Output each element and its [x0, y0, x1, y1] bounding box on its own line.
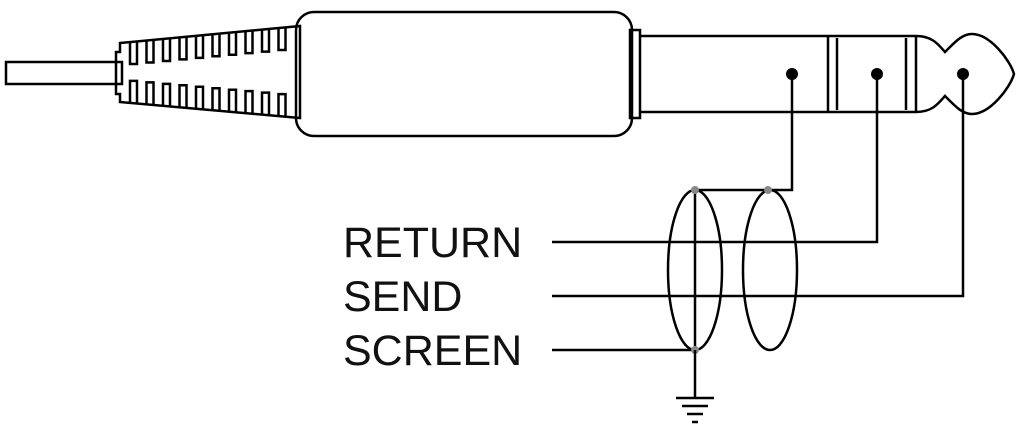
- grip-slot: [260, 91, 271, 116]
- grip-slot: [244, 89, 254, 115]
- grip-slot: [128, 41, 139, 66]
- grip-slot: [128, 79, 139, 104]
- grip-slot: [211, 86, 221, 112]
- return-wire: [552, 74, 879, 244]
- grip-slot: [277, 92, 287, 118]
- trs-plug-icon: [640, 32, 1016, 116]
- grip-slot: [178, 84, 188, 109]
- grip-slot: [260, 28, 271, 53]
- junction-node: [764, 186, 772, 194]
- grip-slot: [277, 27, 287, 52]
- return-label: RETURN: [343, 219, 522, 267]
- screen-label: SCREEN: [343, 327, 522, 375]
- send-label: SEND: [343, 273, 462, 321]
- plug-flange: [628, 28, 642, 120]
- grip-slot: [145, 81, 155, 106]
- grip-slot: [161, 37, 172, 63]
- strain-relief-grip: [114, 24, 302, 120]
- grip-slot: [145, 39, 155, 64]
- junction-node: [691, 186, 699, 194]
- grip-slot: [244, 30, 254, 55]
- cable-stub: [4, 60, 124, 86]
- grip-slot: [194, 34, 205, 60]
- grip-slot: [178, 36, 188, 61]
- plug-handle: [294, 10, 634, 138]
- grip-slot: [194, 85, 205, 110]
- screen-wire: [693, 74, 794, 350]
- grip-slot: [227, 88, 238, 113]
- send-wire: [552, 74, 965, 298]
- grip-slot: [211, 33, 221, 58]
- ground-icon: [676, 350, 714, 424]
- grip-slot: [161, 82, 172, 107]
- shield-loop-icon: [741, 188, 799, 352]
- grip-slot: [227, 31, 238, 56]
